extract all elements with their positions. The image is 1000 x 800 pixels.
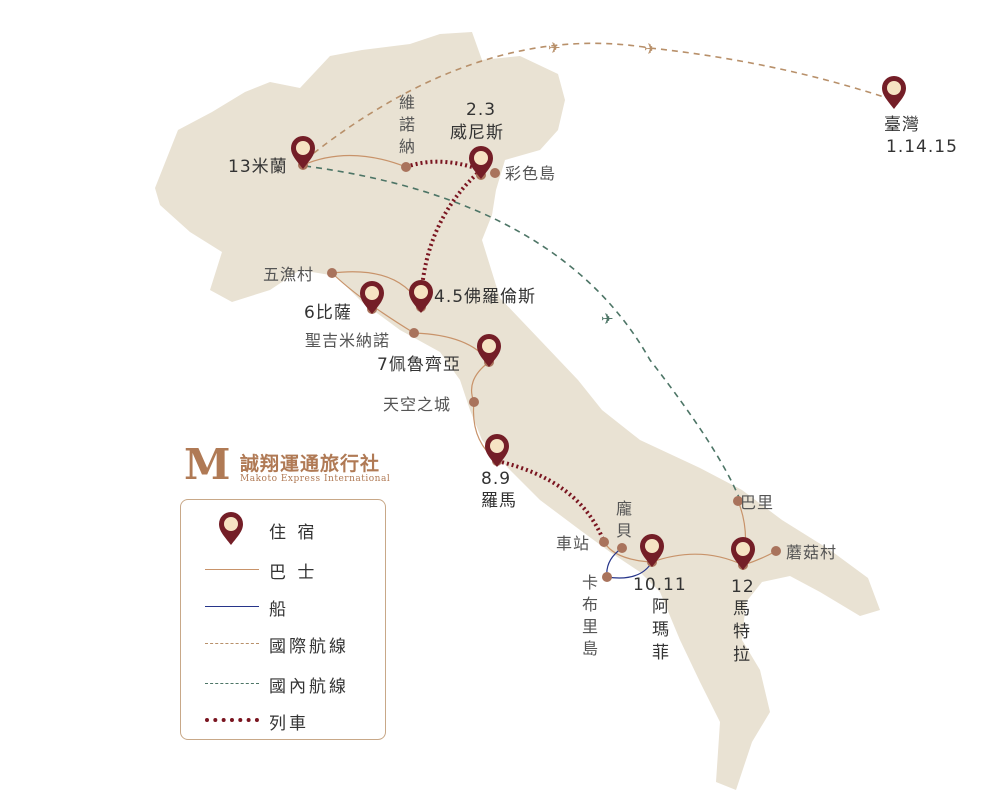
legend-item-bus: 巴 士 (181, 554, 381, 584)
legend-item-train: 列車 (181, 705, 381, 735)
label-pisa: 6比薩 (304, 303, 352, 323)
legend-item-lodging: 住 宿 (181, 512, 381, 545)
label-venice: 威尼斯 (450, 123, 504, 143)
legend-item-domestic-flight: 國內航線 (181, 668, 381, 698)
boat-line-icon (205, 606, 259, 607)
legend-label: 巴 士 (269, 563, 318, 583)
label-amalfi: 阿瑪菲 (652, 597, 669, 663)
label-rome-days: 8.9 (481, 469, 511, 489)
label-milan: 13米蘭 (228, 157, 288, 177)
label-cinque-terre: 五漁村 (263, 265, 314, 284)
domestic-flight-route (304, 165, 741, 501)
label-matera-days: 12 (731, 577, 755, 597)
legend-label: 船 (269, 600, 289, 620)
pin-icon[interactable] (882, 76, 906, 109)
plane-icon: ✈ (644, 40, 657, 58)
label-burano: 彩色島 (505, 164, 556, 183)
label-civita: 天空之城 (383, 395, 451, 414)
legend-item-boat: 船 (181, 591, 381, 621)
intl-flight-line-icon (205, 643, 259, 644)
bus-line-icon (205, 569, 259, 570)
logo-name-cn: 誠翔運通旅行社 (240, 453, 381, 475)
train-routes (405, 159, 606, 543)
plane-icon: ✈ (601, 310, 614, 328)
legend-label: 國內航線 (269, 677, 349, 697)
label-perugia: 7佩魯齊亞 (377, 355, 461, 375)
label-capri: 卡布里島 (582, 573, 599, 658)
label-san-gimignano: 聖吉米納諾 (305, 331, 390, 350)
intl-flight-route (304, 42, 894, 161)
legend-label: 列車 (269, 714, 309, 734)
logo-mark: M (184, 440, 231, 489)
legend-item-intl-flight: 國際航線 (181, 628, 381, 658)
plane-icon: ✈ (548, 39, 561, 57)
label-venice-days: 2.3 (466, 100, 496, 120)
label-pompeii: 龐貝 (616, 499, 633, 540)
label-bari: 巴里 (740, 493, 774, 512)
legend-label: 國際航線 (269, 637, 349, 657)
pin-icon (219, 512, 243, 545)
italy-landmass (155, 32, 880, 790)
label-rome: 羅馬 (481, 491, 517, 511)
label-taiwan-days: 1.14.15 (886, 137, 958, 157)
label-matera: 馬特拉 (733, 599, 750, 665)
train-line-icon (205, 718, 259, 722)
legend-label: 住 宿 (269, 523, 318, 543)
label-verona-v: 維諾納 (399, 93, 416, 156)
label-amalfi-days: 10.11 (633, 575, 687, 595)
label-station: 車站 (556, 534, 590, 553)
domestic-flight-line-icon (205, 683, 259, 684)
map-legend: 住 宿 巴 士 船 國際航線 國內航線 列車 (180, 499, 386, 740)
label-florence: 4.5佛羅倫斯 (434, 287, 536, 307)
logo-name-en: Makoto Express International (240, 474, 391, 484)
label-taiwan: 臺灣 (884, 115, 920, 135)
label-alberobello: 蘑菇村 (786, 543, 837, 562)
